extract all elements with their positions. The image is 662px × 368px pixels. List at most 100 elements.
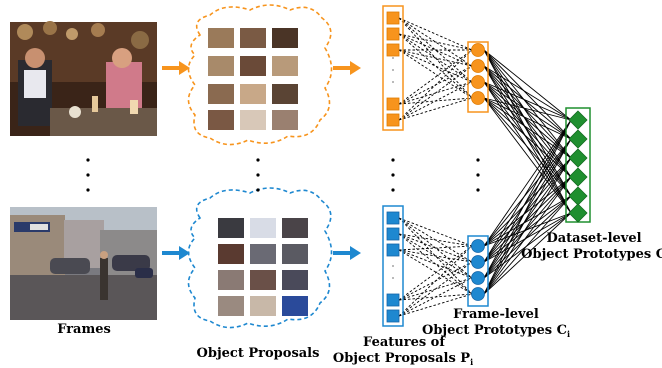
cloud-bottom bbox=[187, 187, 333, 329]
prototype-to-dataset-top-edge-3-4 bbox=[483, 97, 572, 197]
prototype-to-dataset-bottom-edge-3-0 bbox=[483, 119, 572, 295]
prototype-to-dataset-top-edge-0-3 bbox=[483, 49, 572, 178]
prototype-to-dataset-top-edge-3-3 bbox=[483, 97, 572, 178]
frame-prototype-top-3 bbox=[471, 91, 485, 105]
feature-square-bottom-1 bbox=[386, 227, 400, 241]
ellipsis-dots bbox=[86, 158, 480, 192]
feature-to-prototype-top-edge-3-0 bbox=[398, 49, 473, 105]
frame-prototype-bottom-0 bbox=[471, 239, 485, 253]
feature-to-prototype-top-edge-2-3 bbox=[398, 49, 473, 99]
features-label-main: Object Proposals P bbox=[333, 351, 470, 366]
connection-lines bbox=[398, 17, 572, 317]
dataset-prototype-0 bbox=[568, 110, 588, 130]
features-label-line2: Object Proposals Pi bbox=[333, 351, 473, 367]
prototype-to-dataset-bottom-edge-2-0 bbox=[483, 119, 572, 279]
feature-to-prototype-bottom-edge-1-1 bbox=[398, 233, 473, 263]
frame-level-label-main: Object Prototypes C bbox=[422, 323, 567, 338]
frame-image-top bbox=[10, 21, 157, 136]
prototype-to-dataset-bottom-edge-3-2 bbox=[483, 157, 572, 295]
prototype-to-dataset-bottom-edge-0-1 bbox=[483, 138, 572, 247]
feature-column-bottom bbox=[382, 205, 404, 327]
feature-to-prototype-bottom-edge-4-3 bbox=[398, 293, 473, 317]
feature-to-prototype-bottom-edge-1-0 bbox=[398, 233, 473, 247]
network-nodes bbox=[386, 11, 588, 323]
feature-to-prototype-bottom-edge-1-3 bbox=[398, 233, 473, 295]
feature-to-prototype-top-edge-4-0 bbox=[398, 49, 473, 121]
dataset-prototype-4 bbox=[568, 186, 588, 206]
prototype-to-dataset-bottom-edge-3-3 bbox=[483, 176, 572, 295]
dataset-level-label-line1: Dataset-level bbox=[546, 231, 641, 246]
prototype-column-top bbox=[467, 41, 489, 113]
feature-column-top bbox=[382, 5, 404, 131]
frame-prototype-top-1 bbox=[471, 59, 485, 73]
prototype-to-dataset-bottom-edge-1-1 bbox=[483, 138, 572, 263]
prototype-to-dataset-bottom-edge-1-2 bbox=[483, 157, 572, 263]
feature-to-prototype-top-edge-4-3 bbox=[398, 97, 473, 121]
feature-square-bottom-0 bbox=[386, 211, 400, 225]
feature-square-top-4 bbox=[386, 113, 400, 127]
prototype-to-dataset-bottom-edge-3-4 bbox=[483, 195, 572, 295]
prototype-to-dataset-top-edge-0-0 bbox=[483, 49, 572, 121]
feature-to-prototype-bottom-edge-2-3 bbox=[398, 249, 473, 295]
feature-square-top-0 bbox=[386, 11, 400, 25]
dataset-prototype-3 bbox=[568, 167, 588, 187]
prototype-to-dataset-top-edge-1-3 bbox=[483, 65, 572, 178]
feature-to-prototype-top-edge-2-1 bbox=[398, 49, 473, 67]
feature-to-prototype-bottom-edge-0-0 bbox=[398, 217, 473, 247]
dataset-prototype-2 bbox=[568, 148, 588, 168]
prototype-to-dataset-bottom-edge-3-1 bbox=[483, 138, 572, 295]
prototype-to-dataset-bottom-edge-2-1 bbox=[483, 138, 572, 279]
frame-prototype-top-0 bbox=[471, 43, 485, 57]
prototype-to-dataset-bottom-edge-0-0 bbox=[483, 119, 572, 247]
prototype-to-dataset-bottom-edge-2-3 bbox=[483, 176, 572, 279]
frame-prototype-bottom-1 bbox=[471, 255, 485, 269]
feature-to-prototype-bottom-edge-2-1 bbox=[398, 249, 473, 263]
dataset-level-label-line2: Object Prototypes G bbox=[521, 247, 662, 262]
frame-image-bottom bbox=[10, 207, 157, 320]
arrow-orange-1 bbox=[162, 61, 190, 75]
feature-to-prototype-bottom-edge-3-0 bbox=[398, 245, 473, 301]
frame-prototype-bottom-2 bbox=[471, 271, 485, 285]
prototype-to-dataset-top-edge-0-2 bbox=[483, 49, 572, 159]
feature-to-prototype-top-edge-1-0 bbox=[398, 33, 473, 51]
prototype-to-dataset-top-edge-3-1 bbox=[483, 97, 572, 140]
feature-to-prototype-top-edge-0-0 bbox=[398, 17, 473, 51]
feature-to-prototype-top-edge-4-1 bbox=[398, 65, 473, 121]
prototype-to-dataset-top-edge-2-4 bbox=[483, 81, 572, 197]
features-label-line1: Features of bbox=[363, 335, 446, 350]
prototype-to-dataset-top-edge-2-3 bbox=[483, 81, 572, 178]
arrow-blue-2 bbox=[333, 246, 361, 260]
feature-to-prototype-top-edge-1-2 bbox=[398, 33, 473, 83]
frame-level-label-line1: Frame-level bbox=[453, 307, 539, 322]
prototype-to-dataset-top-edge-2-2 bbox=[483, 81, 572, 159]
proposal-patches-top bbox=[208, 28, 298, 130]
feature-to-prototype-bottom-edge-4-2 bbox=[398, 277, 473, 317]
prototype-to-dataset-top-edge-2-1 bbox=[483, 81, 572, 140]
feature-to-prototype-bottom-edge-2-2 bbox=[398, 249, 473, 279]
feature-square-bottom-2 bbox=[386, 243, 400, 257]
feature-to-prototype-top-edge-1-3 bbox=[398, 33, 473, 99]
feature-square-top-3 bbox=[386, 97, 400, 111]
prototype-to-dataset-top-edge-1-0 bbox=[483, 65, 572, 121]
prototype-to-dataset-top-edge-0-1 bbox=[483, 49, 572, 140]
feature-square-top-2 bbox=[386, 43, 400, 57]
prototype-to-dataset-top-edge-0-4 bbox=[483, 49, 572, 197]
dataset-prototype-5 bbox=[568, 203, 588, 223]
arrow-orange-2 bbox=[333, 61, 361, 75]
feature-to-prototype-bottom-edge-2-0 bbox=[398, 245, 473, 251]
feature-to-prototype-top-edge-4-2 bbox=[398, 81, 473, 121]
frame-level-label-sub: i bbox=[567, 329, 570, 339]
cloud-top bbox=[187, 4, 333, 146]
dataset-prototype-1 bbox=[568, 129, 588, 149]
feature-square-bottom-3 bbox=[386, 293, 400, 307]
prototype-to-dataset-bottom-edge-1-3 bbox=[483, 176, 572, 263]
prototype-to-dataset-top-edge-3-0 bbox=[483, 97, 572, 121]
feature-square-top-1 bbox=[386, 27, 400, 41]
proposal-patches-bottom bbox=[218, 218, 308, 316]
prototype-column-bottom bbox=[467, 235, 489, 307]
arrow-blue-1 bbox=[162, 246, 190, 260]
feature-to-prototype-top-edge-0-1 bbox=[398, 17, 473, 67]
prototype-to-dataset-bottom-edge-0-2 bbox=[483, 157, 572, 247]
frames-label: Frames bbox=[57, 322, 111, 337]
